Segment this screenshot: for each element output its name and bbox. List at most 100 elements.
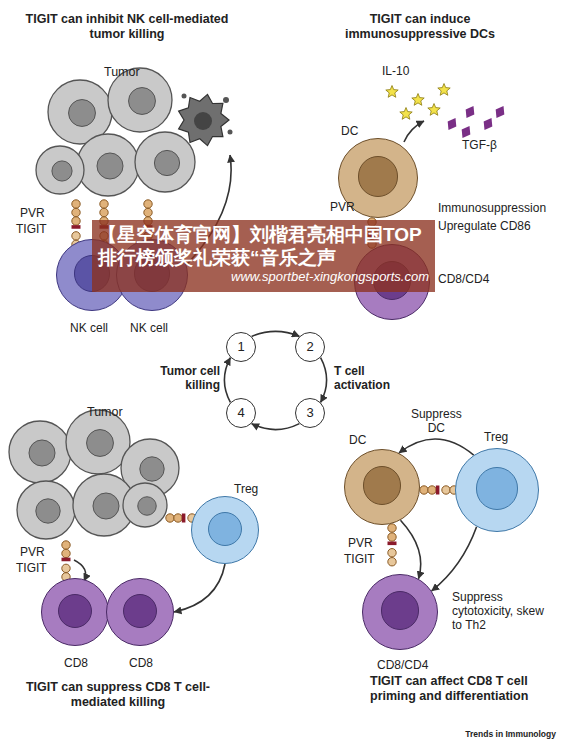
edge-label: Suppress DC	[407, 407, 465, 435]
cycle-label: T cell activation	[334, 364, 414, 392]
label-holder: TIGIT can suppress CD8 T cell-mediated k…	[8, 680, 228, 710]
pvr-domain	[62, 541, 70, 549]
label-holder: PVR	[20, 206, 45, 220]
cell-nucleus	[476, 467, 519, 510]
caption-holder: Trends in Immunology	[465, 729, 556, 739]
molecule-label: TGF-β	[462, 138, 497, 152]
label-holder: TIGIT can inhibit NK cell-mediated tumor…	[12, 12, 242, 42]
label-holder: PVR	[330, 200, 355, 214]
t-cell: CD8/CD4	[362, 574, 438, 650]
cell-nucleus	[358, 156, 399, 197]
secretion-arrow	[404, 121, 424, 142]
tumor-nucleus	[52, 161, 72, 181]
cell-label: NK cell	[130, 321, 168, 335]
pvr-domain	[62, 549, 70, 557]
callout-number: 2	[306, 333, 313, 360]
tumor-nucleus	[29, 440, 55, 466]
tumor-nucleus	[87, 430, 114, 457]
cell-label: Treg	[484, 430, 508, 444]
molecule-label: PVR	[348, 536, 373, 550]
pvr-domain	[100, 200, 108, 208]
tumor-cluster: Tumor	[5, 420, 177, 545]
tumor-cell	[9, 421, 71, 483]
label-holder: TIGIT can induce immunosuppressive DCs	[320, 12, 520, 42]
cell-nucleus	[381, 591, 419, 629]
label-holder: TIGIT can affect CD8 T cell priming and …	[370, 674, 562, 704]
cycle-step: 1	[226, 332, 256, 362]
cd8-t-cell: CD8	[106, 578, 174, 646]
cell-label: NK cell	[70, 321, 108, 335]
pvr-domain	[144, 200, 152, 208]
cycle-step: 4	[226, 398, 256, 428]
treg-cell: Treg	[455, 448, 539, 532]
label-holder: Immunosuppression	[438, 201, 546, 215]
cell-label: Tumor	[87, 405, 123, 419]
tgfb-molecule	[462, 103, 478, 120]
pvr-domain	[388, 533, 396, 541]
callout-number: 3	[306, 399, 313, 426]
cycle-step: 2	[295, 332, 325, 362]
panel-title: TIGIT can affect CD8 T cell priming and …	[370, 674, 562, 704]
tumor-nucleus	[93, 493, 119, 519]
il10-molecule	[438, 84, 450, 96]
panel-title: TIGIT can induce immunosuppressive DCs	[320, 12, 520, 42]
cell-nucleus	[58, 594, 92, 628]
watermark-text: 【星空体育官网】刘楷君亮相中国TOP排行榜颁奖礼荣获“音乐之声	[98, 223, 429, 269]
tigit-domain	[388, 549, 396, 557]
watermark-url: www.sportbet-xingkongsports.com	[98, 269, 429, 285]
cycle-step: 3	[295, 398, 325, 428]
arrow-connector	[432, 527, 477, 591]
arrow-connector	[321, 358, 327, 403]
tigit-binding-site	[436, 486, 440, 495]
tigit-domain	[442, 486, 450, 494]
cell-label: CD8	[64, 656, 88, 670]
journal-caption: Trends in Immunology	[465, 729, 556, 739]
tgfb-molecule	[444, 115, 460, 132]
pvr-domain	[100, 208, 108, 216]
tumor-nucleus	[69, 100, 96, 127]
callout-number: 1	[237, 333, 244, 360]
il10-molecule	[428, 104, 440, 116]
cell-label: DC	[349, 433, 366, 447]
treg-cell: Treg	[191, 496, 259, 564]
molecule-label: PVR	[20, 545, 45, 559]
molecule-label: PVR	[330, 200, 355, 214]
cell-nucleus	[208, 512, 242, 546]
pvr-domain	[166, 514, 174, 522]
cycle-label: Tumor cell killing	[148, 364, 220, 392]
il10-molecule	[400, 108, 412, 120]
tigit-binding-site	[72, 225, 81, 229]
arrow-connector	[252, 331, 300, 336]
pvr-domain	[428, 486, 436, 494]
cell-debris	[182, 94, 187, 99]
watermark-band: 【星空体育官网】刘楷君亮相中国TOP排行榜颁奖礼荣获“音乐之声www.sport…	[92, 220, 435, 292]
pvr-domain	[174, 514, 182, 522]
tgfb-molecule	[492, 103, 508, 120]
cell-label: CD8/CD4	[438, 272, 489, 286]
tgfb-molecule	[480, 115, 496, 132]
label-holder: IL-10	[382, 64, 409, 78]
cell-label: CD8	[129, 656, 153, 670]
tumor-cell	[123, 483, 167, 527]
molecule-label: IL-10	[382, 64, 409, 78]
cell-label: Tumor	[104, 65, 140, 79]
tigit-binding-site	[182, 514, 186, 523]
label-holder: PVR	[20, 545, 45, 559]
cell-label: CD8/CD4	[377, 658, 428, 672]
dendritic-cell: DC	[344, 449, 420, 525]
panel-title: TIGIT can inhibit NK cell-mediated tumor…	[12, 12, 242, 42]
label-holder: TIGIT	[344, 552, 375, 566]
panel-title: TIGIT can suppress CD8 T cell-mediated k…	[8, 680, 228, 710]
arrow-connector	[252, 424, 300, 430]
tumor-nucleus	[138, 497, 156, 515]
dying-nucleus	[194, 112, 212, 130]
pvr-domain	[420, 486, 428, 494]
tumor-nucleus	[154, 150, 179, 175]
molecule-label: TIGIT	[344, 552, 375, 566]
tigit-binding-site	[388, 542, 397, 546]
label-holder: Suppress cytotoxicity, skew to Th2	[452, 590, 548, 632]
molecule-label: PVR	[20, 206, 45, 220]
effect-label: Immunosuppression	[438, 201, 546, 215]
tigit-domain	[388, 558, 396, 566]
pvr-domain	[144, 208, 152, 216]
